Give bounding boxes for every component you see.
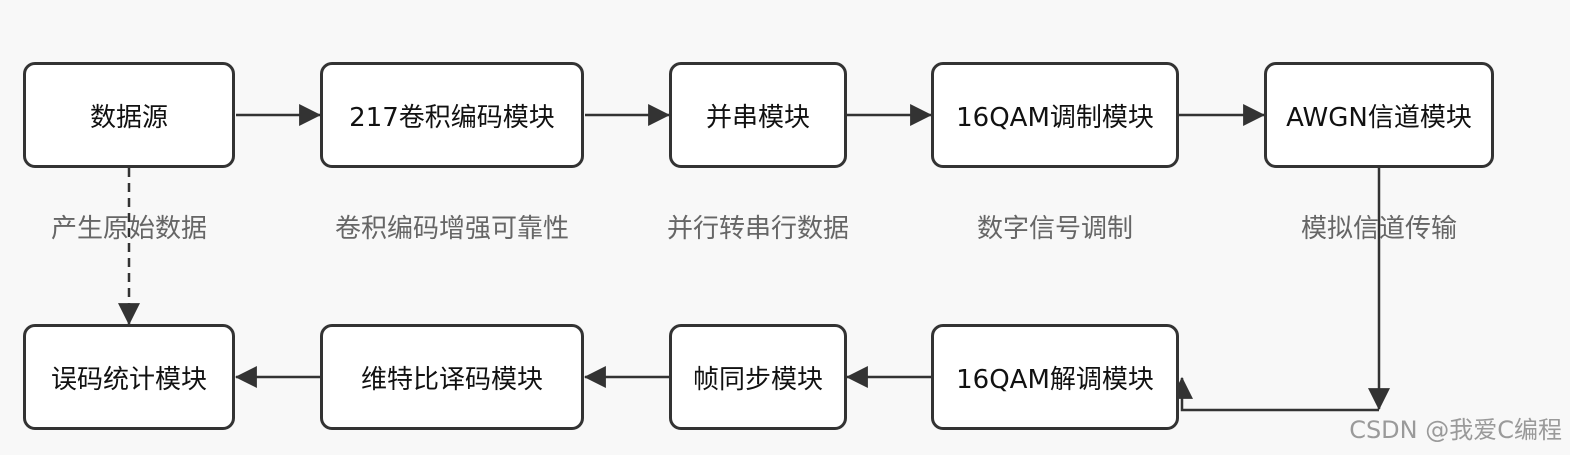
caption-mod: 数字信号调制: [976, 214, 1134, 244]
node-16qam-demodulator: 16QAM解调模块: [931, 324, 1179, 430]
node-frame-sync: 帧同步模块: [669, 324, 847, 430]
node-ps-module: 并串模块: [669, 62, 847, 168]
caption-awgn: 模拟信道传输: [1300, 214, 1458, 244]
node-awgn-channel: AWGN信道模块: [1264, 62, 1494, 168]
node-16qam-modulator: 16QAM调制模块: [931, 62, 1179, 168]
watermark: CSDN @我爱C编程: [1349, 416, 1562, 444]
caption-source: 产生原始数据: [50, 214, 208, 244]
caption-conv-encoder: 卷积编码增强可靠性: [334, 214, 570, 244]
node-ber-statistics: 误码统计模块: [23, 324, 235, 430]
node-conv-encoder: 217卷积编码模块: [320, 62, 584, 168]
caption-ps: 并行转串行数据: [666, 214, 850, 244]
arrow-awgn-to-demod: [1171, 376, 1379, 412]
node-data-source: 数据源: [23, 62, 235, 168]
node-viterbi-decoder: 维特比译码模块: [320, 324, 584, 430]
